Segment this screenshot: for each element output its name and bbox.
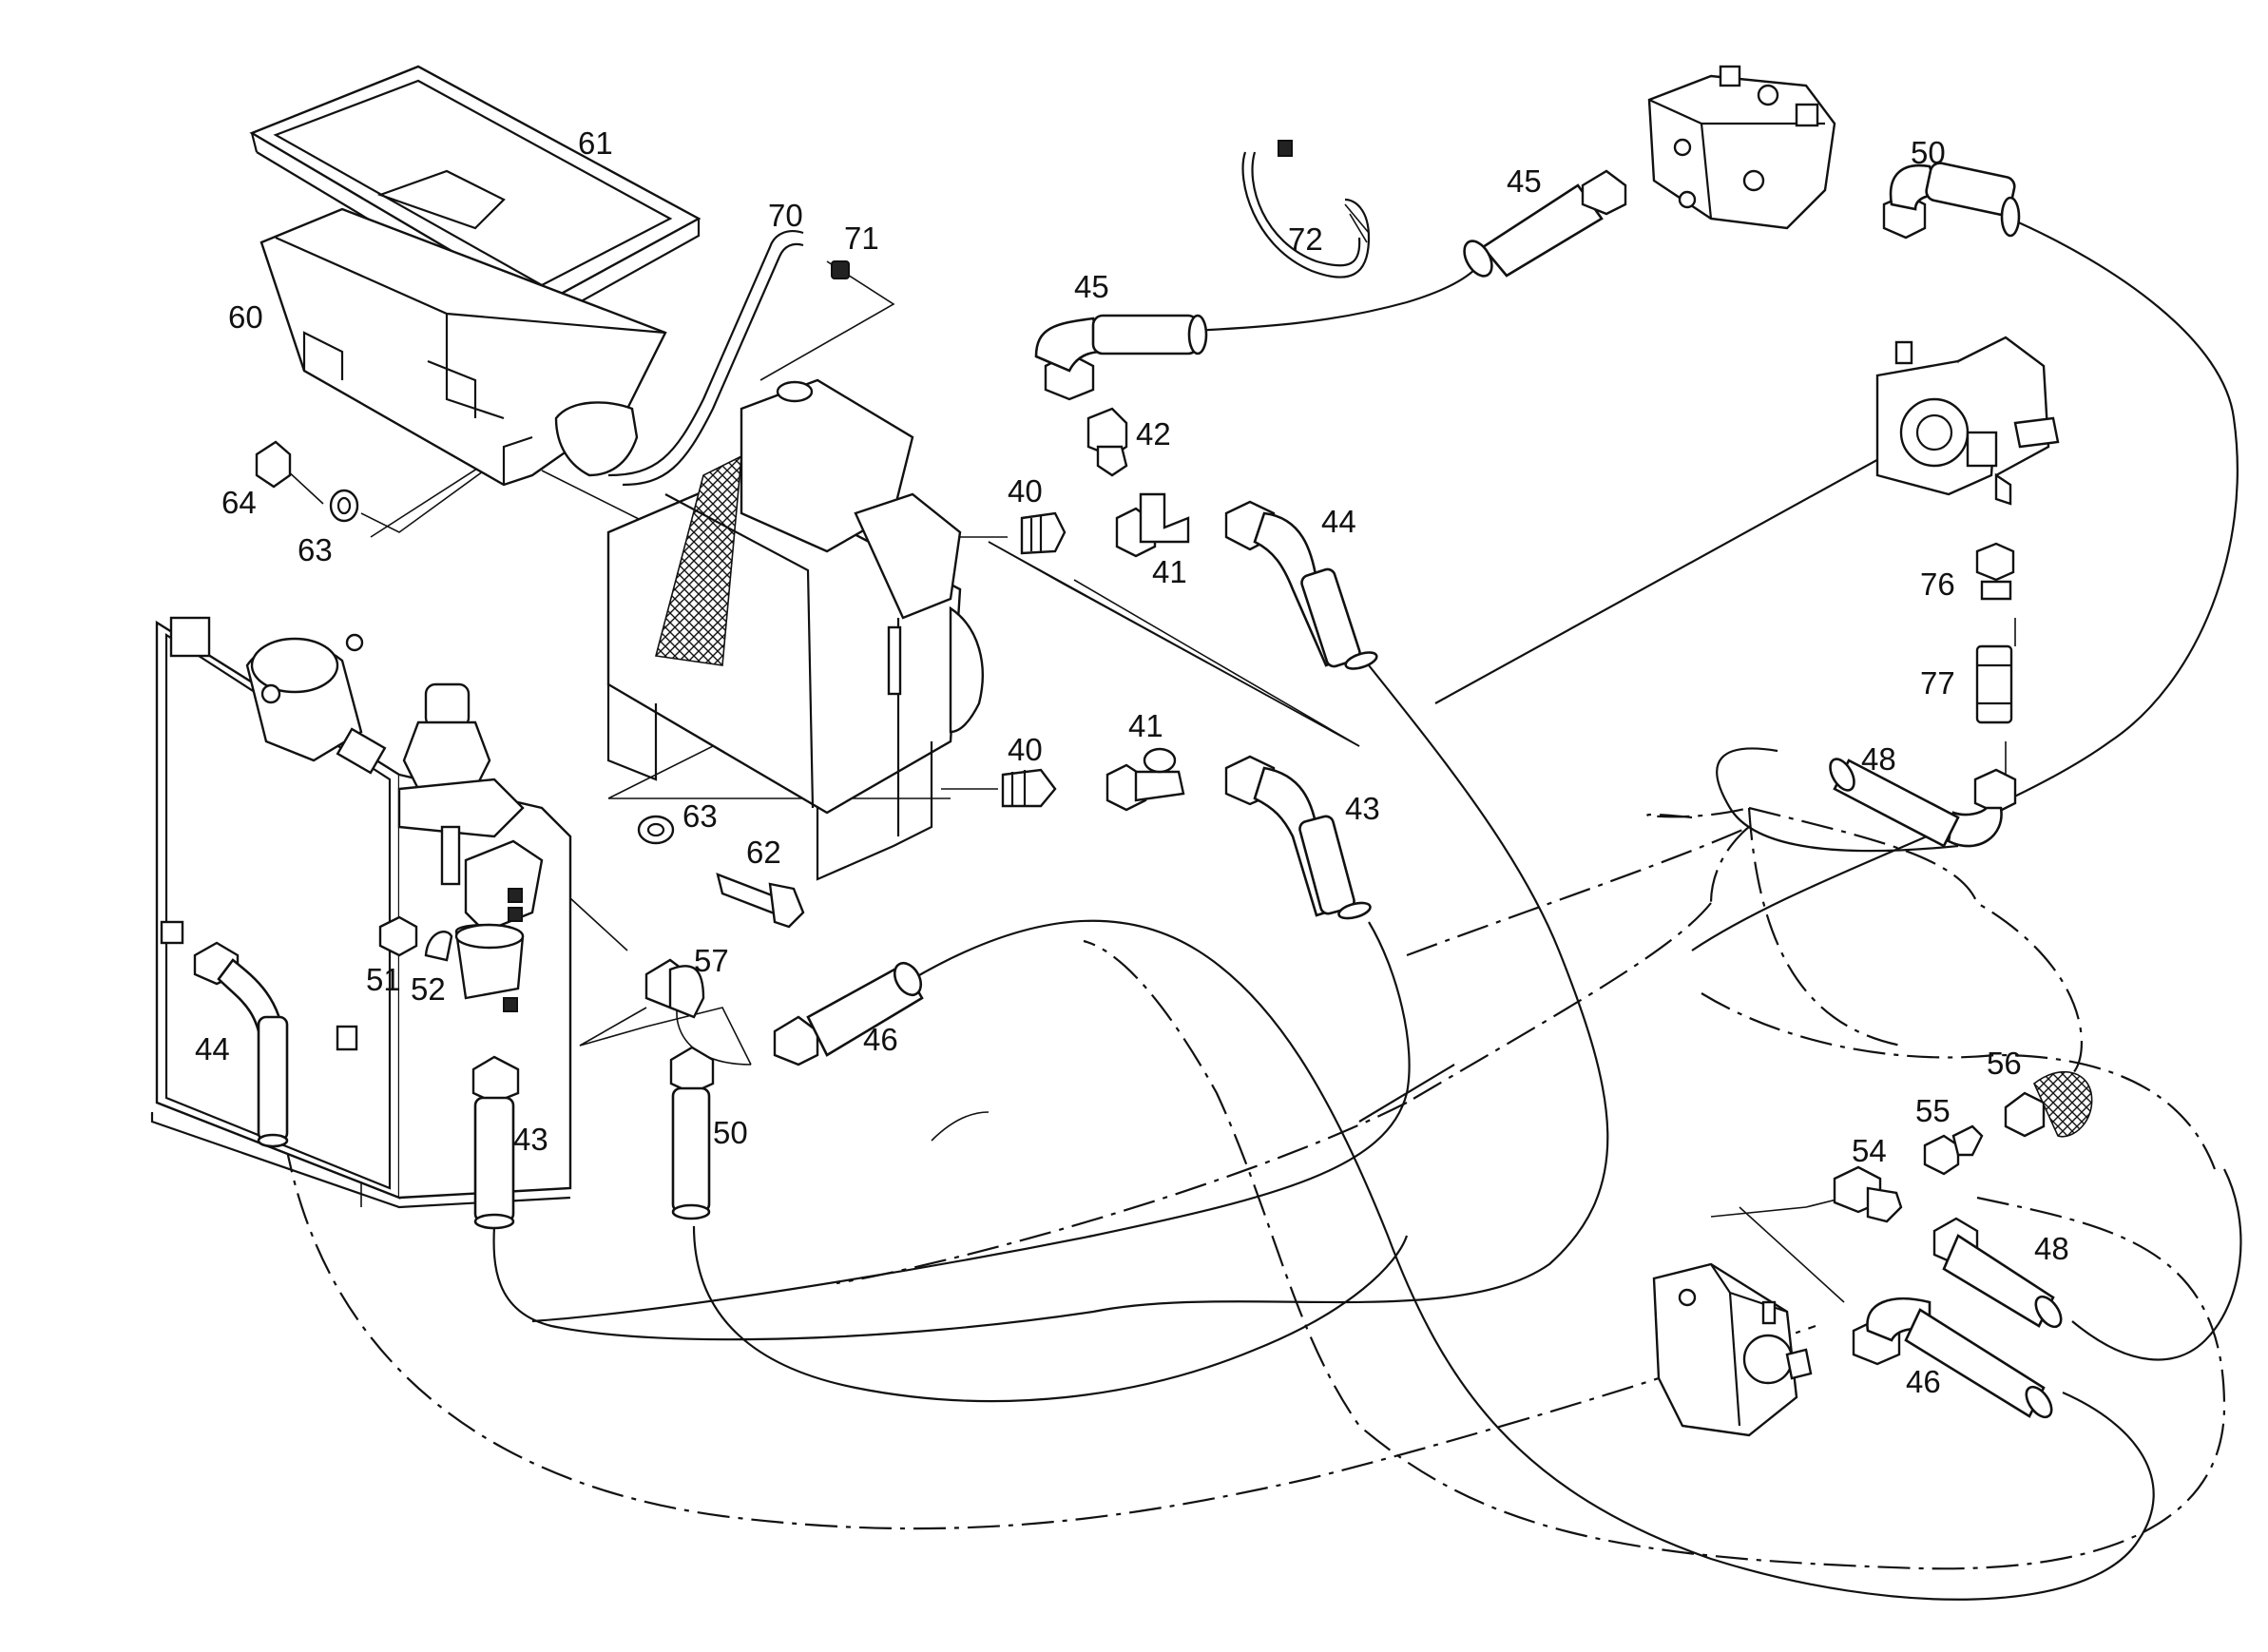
cone-part-52 [424,931,453,962]
hose-part-44-lower [193,941,289,1148]
fitting-part-55 [1923,1124,1984,1176]
label-part-46: 46 [1906,1364,1941,1399]
label-part-41: 41 [1128,708,1163,743]
label-part-42: 42 [1136,416,1171,451]
label-part-71: 71 [844,221,879,256]
washer-part-63-lower [637,815,675,845]
label-part-63: 63 [682,798,718,834]
coupling-part-77 [1975,644,2013,724]
nut-part-51 [378,915,418,957]
adapter-part-40-lower [1001,768,1057,808]
label-part-61: 61 [578,125,613,161]
oil-cooler-radiator [606,378,984,881]
label-part-51: 51 [366,962,401,997]
hose-part-48-lower [1932,1217,2063,1329]
label-part-63: 63 [298,532,333,567]
nut-part-64 [255,440,292,489]
label-part-45: 45 [1074,269,1109,304]
hose-part-45-elbow [1034,314,1208,401]
label-part-54: 54 [1852,1133,1887,1168]
label-part-76: 76 [1920,567,1955,602]
label-part-48: 48 [1861,741,1896,777]
label-part-44: 44 [195,1031,230,1066]
hose-part-46-middle [773,961,924,1066]
label-part-72: 72 [1288,221,1323,257]
clip-part-71 [831,260,850,279]
label-part-44: 44 [1321,504,1356,539]
label-part-48: 48 [2034,1231,2069,1266]
hose-part-50-upper [1882,162,2021,240]
solid-hose-lines [492,215,2242,1601]
label-part-40: 40 [1008,473,1043,509]
hose-part-45-upper [1463,169,1627,278]
tee-part-41-lower [1105,747,1185,812]
part-number-labels: 61 60 70 71 64 63 72 45 45 42 40 41 44 5… [195,125,2069,1399]
label-part-43: 43 [513,1122,548,1157]
label-part-45: 45 [1507,163,1542,199]
label-part-40: 40 [1008,732,1043,767]
hose-part-46-lower [1852,1297,2053,1419]
hose-part-50-lower [669,1046,715,1220]
cap-part-56 [2004,1070,2093,1138]
tube-part-70 [607,230,804,487]
label-part-50: 50 [713,1115,748,1150]
fitting-part-42 [1086,407,1128,477]
label-part-62: 62 [746,835,781,870]
hose-part-43-upper [1224,755,1372,920]
hose-part-48-upper [1829,758,2017,848]
control-valve-block [1647,65,1836,230]
fitting-part-54 [1833,1165,1903,1223]
label-part-50: 50 [1911,135,1946,170]
fitting-part-76 [1975,542,2015,601]
hose-part-43-lower [471,1055,520,1230]
label-part-57: 57 [694,943,729,978]
label-part-43: 43 [1345,791,1380,826]
label-part-70: 70 [768,198,803,233]
label-part-55: 55 [1915,1093,1951,1128]
elbow-part-57 [644,958,705,1019]
label-part-64: 64 [221,485,257,520]
tee-part-41-upper [1115,492,1190,558]
label-part-60: 60 [228,299,263,335]
housing-part-60 [259,207,667,487]
label-part-52: 52 [411,971,446,1007]
label-part-41: 41 [1152,554,1187,589]
hose-part-44-upper [1224,500,1378,670]
bolt-part-62 [716,873,805,929]
filter-valve-assembly [397,682,544,1012]
washer-part-63-upper [329,489,359,523]
label-part-56: 56 [1987,1046,2022,1081]
hydraulic-pump-upper [1875,336,2060,506]
hydraulic-pump-lower [1652,1262,1813,1437]
adapter-part-40-upper [1020,511,1067,555]
hose-routing-lines [283,806,2226,1570]
label-part-77: 77 [1920,665,1955,701]
label-part-46: 46 [863,1022,898,1057]
hose-clamp-part-72 [1241,140,1371,279]
